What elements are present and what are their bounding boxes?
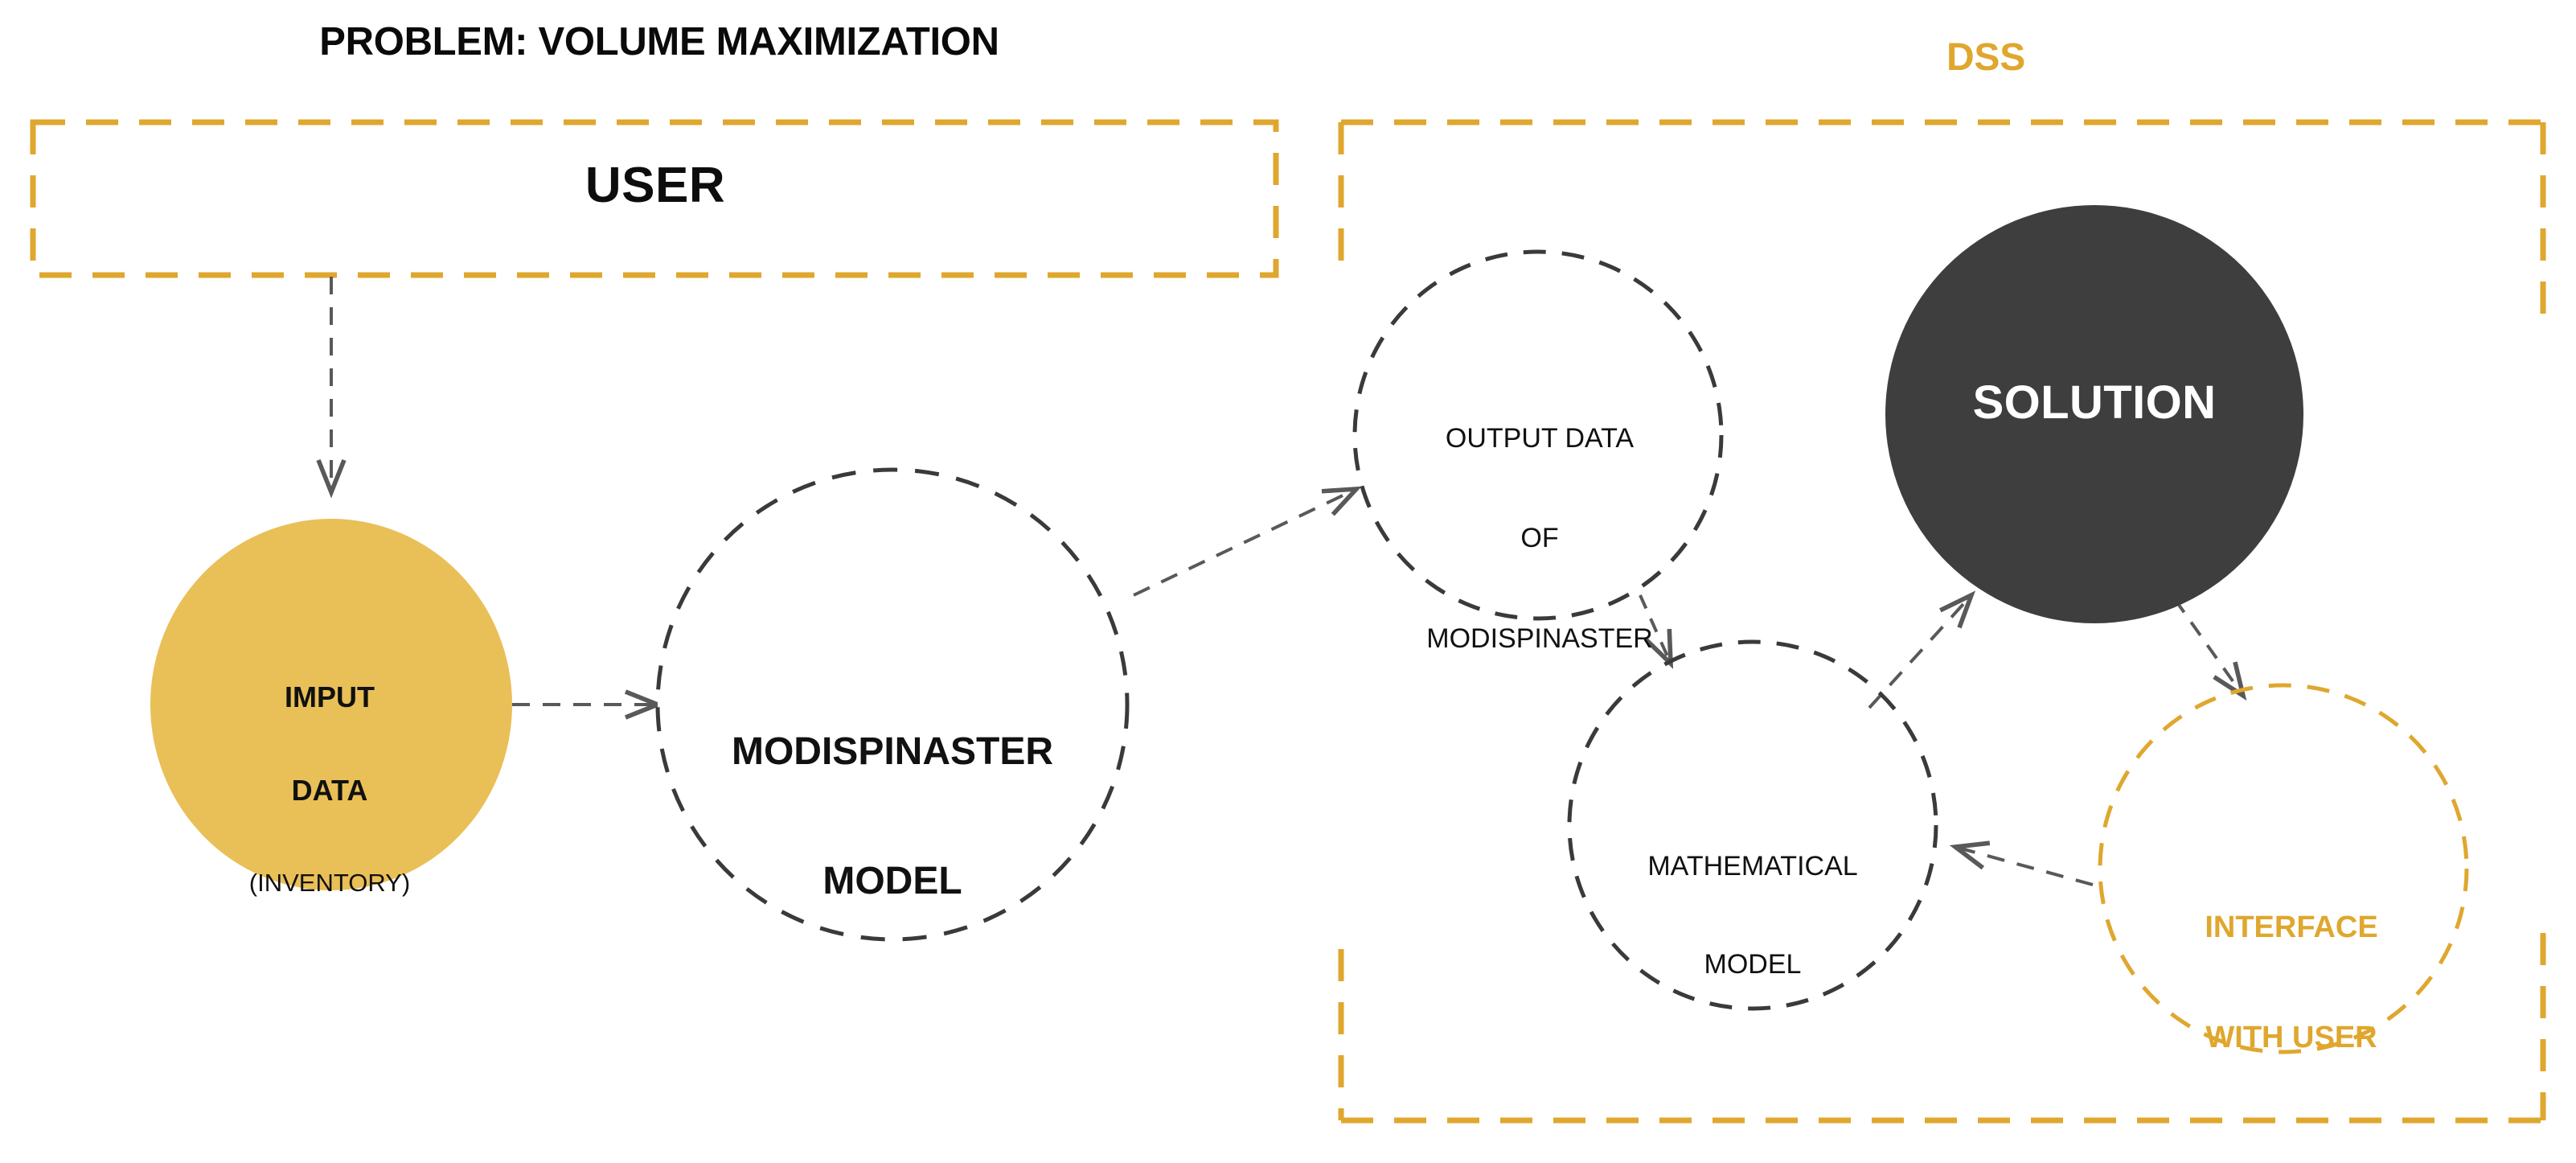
dss-title: DSS: [1946, 36, 2026, 79]
interface-with-user-label: INTERFACE WITH USER: [2131, 836, 2452, 1130]
node-mathematical-model[interactable]: [1567, 639, 1938, 1011]
output-data-line2: OF: [1520, 523, 1559, 554]
user-container-box: [30, 119, 1279, 278]
input-data-label: IMPUT DATA (INVENTORY): [137, 619, 523, 959]
node-input-data[interactable]: [150, 519, 512, 890]
output-data-label: OUTPUT DATA OF MODISPINASTER: [1351, 355, 1729, 722]
interface-line2: WITH USER: [2205, 1020, 2377, 1054]
modispinaster-line1: MODISPINASTER: [731, 729, 1054, 773]
output-data-line3: MODISPINASTER: [1426, 623, 1653, 654]
mathematical-model-line1: MATHEMATICAL: [1647, 850, 1858, 881]
connector-math-to-solution: [1868, 590, 1976, 709]
input-data-line2: DATA: [291, 774, 368, 808]
node-solution[interactable]: [1885, 205, 2303, 623]
output-data-line1: OUTPUT DATA: [1445, 422, 1635, 454]
mathematical-model-line2: MODEL: [1704, 948, 1802, 980]
input-data-line1: IMPUT: [285, 680, 375, 713]
node-interface-with-user[interactable]: [2098, 683, 2469, 1054]
page-title: PROBLEM: VOLUME MAXIMIZATION: [319, 20, 999, 64]
mathematical-model-label: MATHEMATICAL MODEL: [1576, 784, 1930, 1046]
user-box-label: USER: [585, 158, 726, 213]
solution-label: SOLUTION: [1972, 376, 2217, 429]
connector-interface-to-math: [1949, 840, 2094, 886]
node-modispinaster-model[interactable]: [655, 467, 1130, 942]
interface-line1: INTERFACE: [2205, 910, 2378, 945]
node-output-data[interactable]: [1352, 249, 1724, 621]
modispinaster-model-label: MODISPINASTER MODEL: [627, 643, 1158, 989]
connector-solution-to-interface: [2173, 598, 2247, 701]
connector-output-to-math: [1639, 594, 1674, 669]
connector-modispinaster-to-output: [1133, 486, 1362, 597]
input-data-line3: (INVENTORY): [248, 869, 411, 897]
modispinaster-line2: MODEL: [822, 859, 962, 902]
